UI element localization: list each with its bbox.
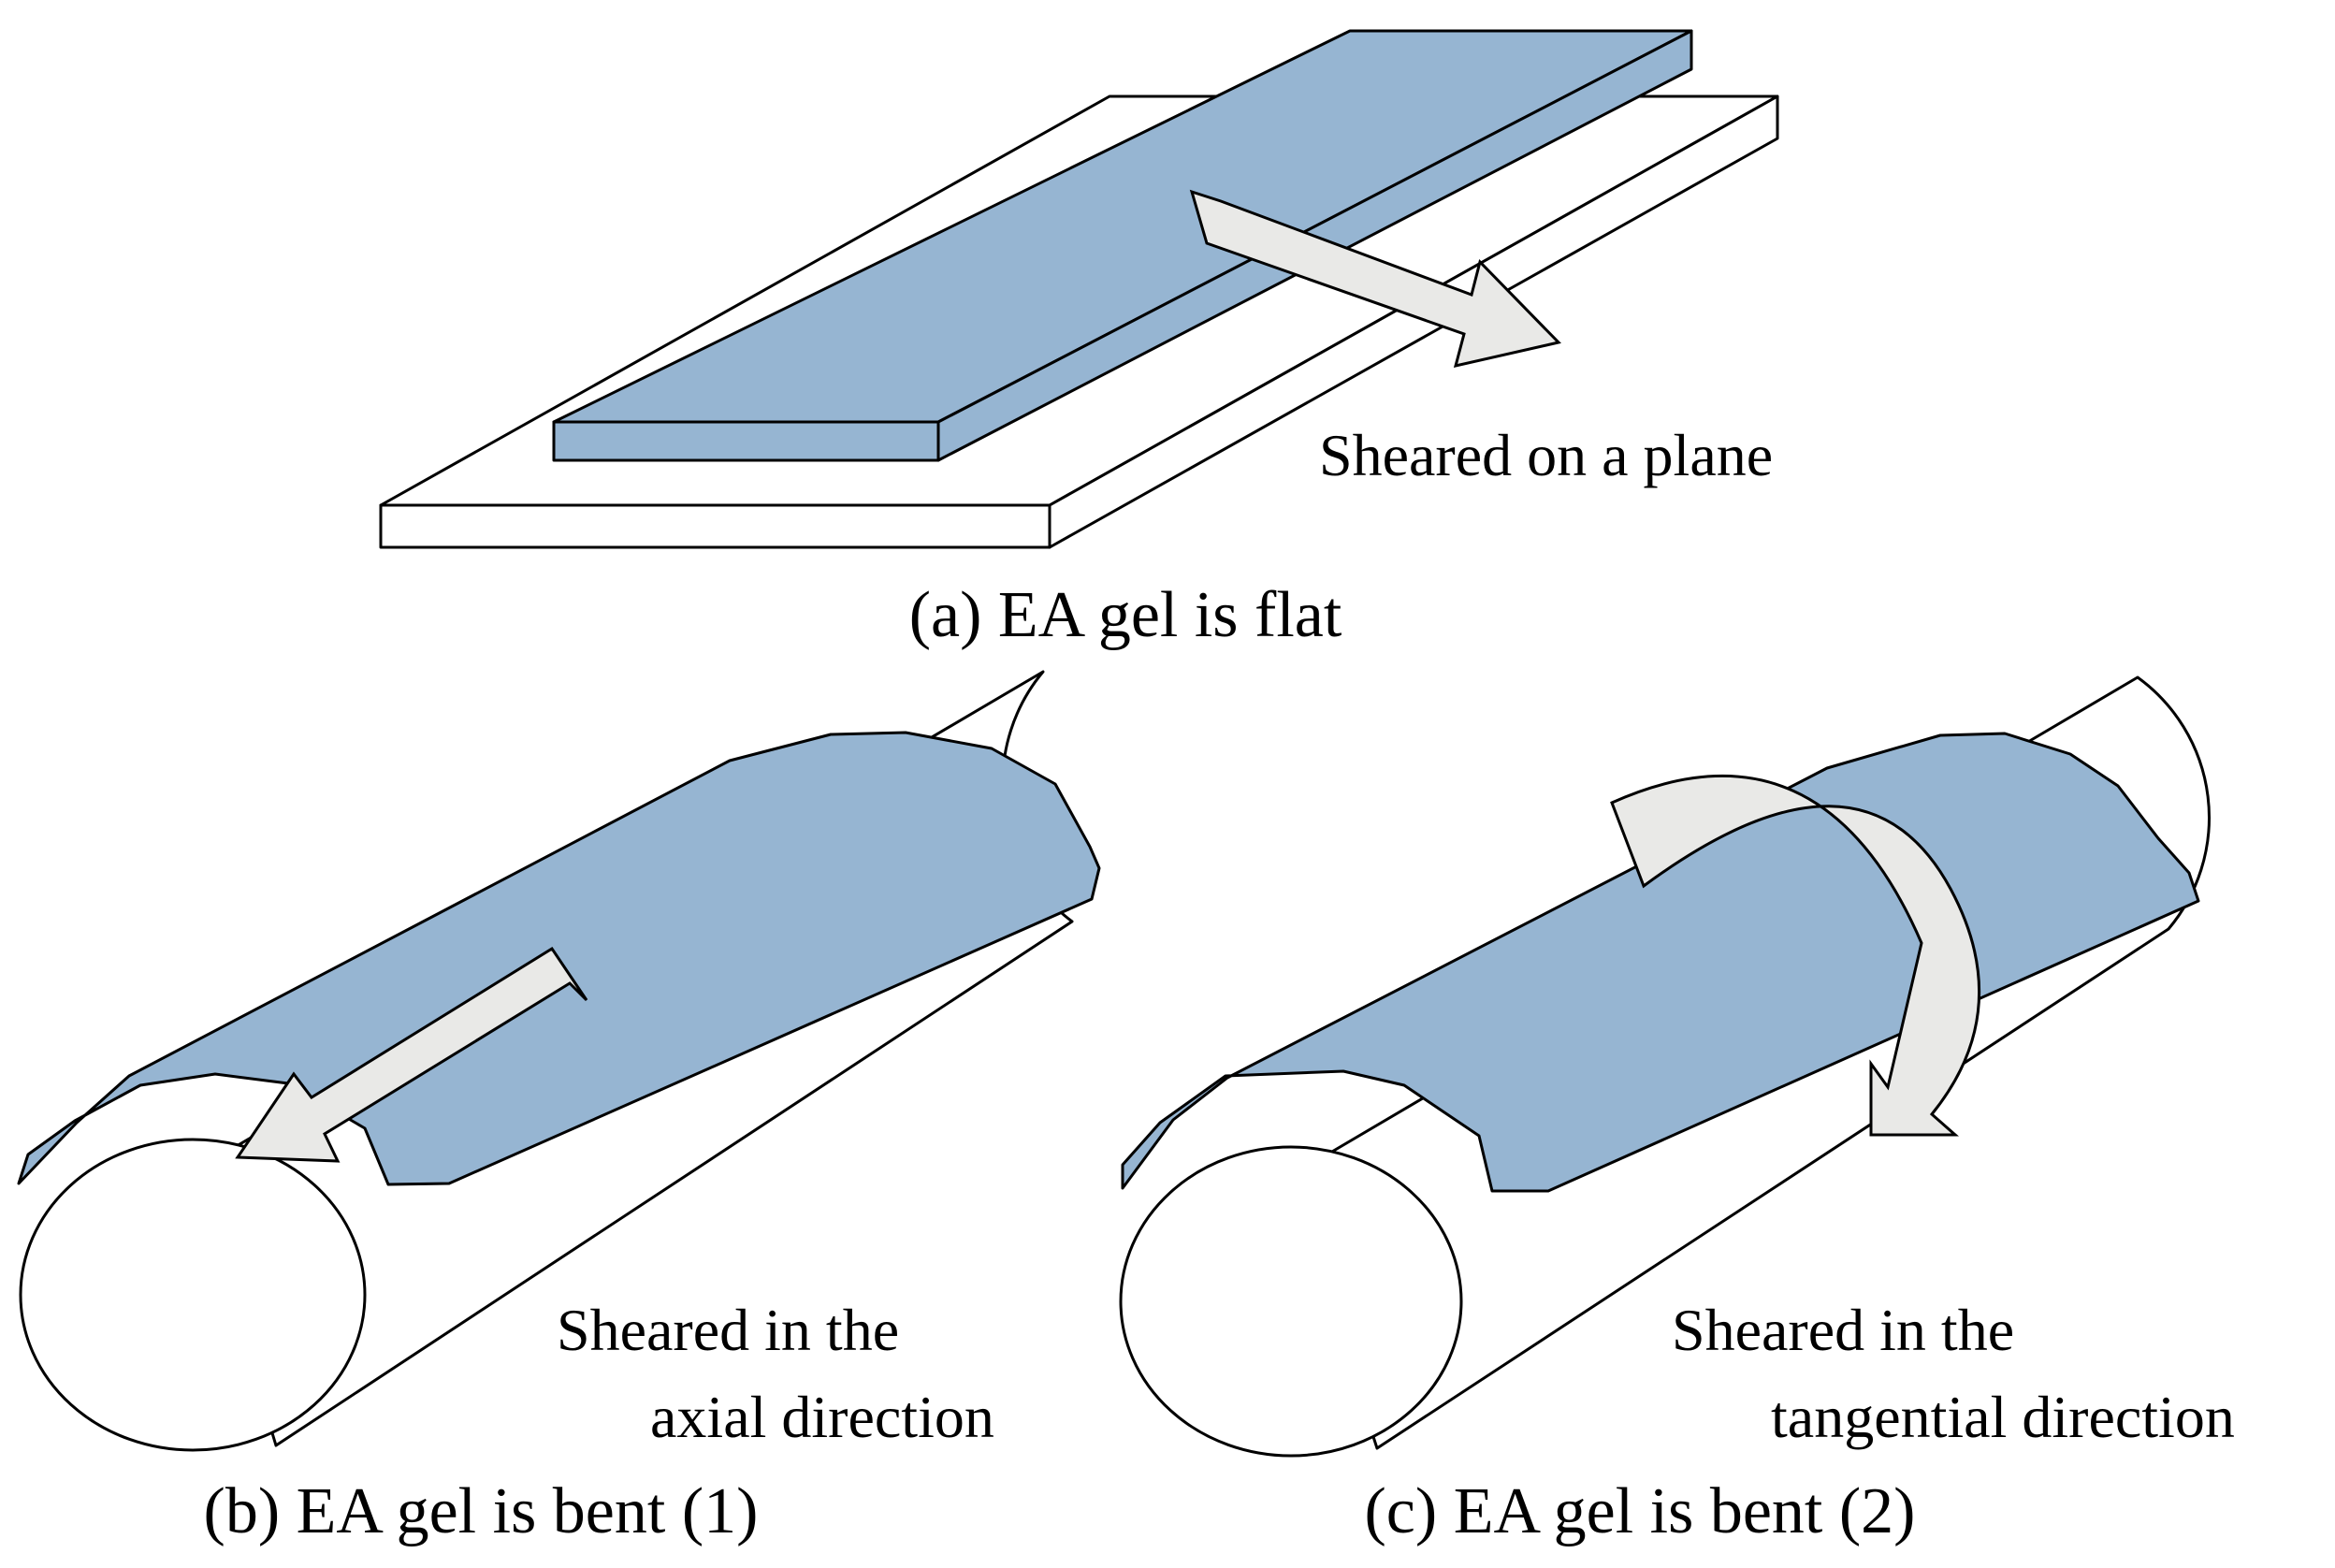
- plane-shear-label: Sheared on a plane: [1319, 422, 1773, 488]
- plane-shear-arrow: [1189, 189, 1561, 369]
- panel-b: Sheared in the axial direction (b) EA ge…: [17, 670, 1101, 1547]
- panel-a: Sheared on a plane (a) EA gel is flat: [379, 29, 1779, 651]
- bent-ea-gel-c: [1121, 732, 2200, 1193]
- axial-label-line2: axial direction: [650, 1384, 994, 1450]
- tangential-shear-arrow: [1610, 774, 1981, 1137]
- caption-a: (a) EA gel is flat: [909, 579, 1342, 651]
- axial-label-line1: Sheared in the: [557, 1297, 899, 1363]
- axial-shear-arrow: [235, 946, 588, 1163]
- tangential-label-line2: tangential direction: [1771, 1384, 2235, 1450]
- caption-b: (b) EA gel is bent (1): [204, 1475, 759, 1547]
- caption-c: (c) EA gel is bent (2): [1365, 1475, 1916, 1547]
- panel-c: Sheared in the tangential direction (c) …: [1119, 675, 2235, 1547]
- tangential-label-line1: Sheared in the: [1672, 1297, 2014, 1363]
